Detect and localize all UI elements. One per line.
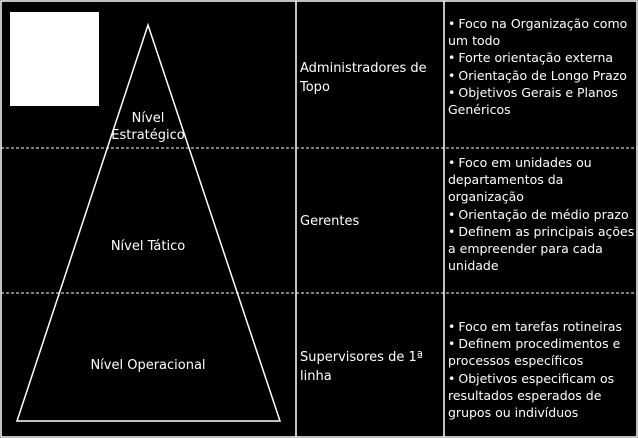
bullets-tactical: •Foco em unidades ou departamentos da or…: [448, 154, 636, 274]
bullet-text: Orientação de médio prazo: [458, 206, 629, 222]
level-strategic-label: Nível Estratégico: [100, 110, 196, 144]
role-tactical: Gerentes: [300, 214, 360, 229]
role-strategic: Administradores de Topo: [300, 61, 427, 95]
bullet-item: •Foco na Organização como um todo: [448, 15, 636, 49]
level-strategic-line1: Nível: [131, 111, 165, 126]
bullet-text: Objetivos Gerais e Planos Genéricos: [448, 84, 618, 118]
level-operational-line1: Nível Operacional: [90, 358, 206, 373]
level-tactical-line1: Nível Tático: [110, 239, 186, 254]
pyramid: [15, 22, 282, 422]
bullet-text: Foco na Organização como um todo: [448, 16, 628, 49]
bullet-text: Foco em unidades ou departamentos da org…: [448, 155, 592, 205]
bullet-text: Orientação de Longo Prazo: [458, 67, 627, 83]
bullet-item: •Definem procedimentos e processos espec…: [448, 335, 636, 369]
image-placeholder: [10, 12, 99, 106]
bullet-item: •Orientação de Longo Prazo: [448, 67, 636, 84]
level-tactical-label: Nível Tático: [90, 238, 206, 255]
level-operational-label: Nível Operacional: [70, 357, 226, 374]
bullet-icon: •: [448, 155, 456, 170]
bullet-icon: •: [448, 223, 456, 239]
bullet-item: •Objetivos Gerais e Planos Genéricos: [448, 84, 636, 118]
pyramid-triangle: [15, 22, 282, 422]
bullet-text: Definem as principais ações a empreender…: [448, 223, 635, 274]
bullet-item: •Forte orientação externa: [448, 49, 636, 66]
bullet-icon: •: [448, 206, 456, 222]
bullet-icon: •: [448, 16, 456, 31]
bullet-item: •Objetivos especificam os resultados esp…: [448, 370, 636, 422]
bullet-text: Foco em tarefas rotineiras: [458, 319, 623, 334]
bullets-operational: •Foco em tarefas rotineiras •Definem pro…: [448, 318, 636, 421]
bullet-item: •Foco em unidades ou departamentos da or…: [448, 154, 636, 206]
bullet-icon: •: [448, 319, 456, 334]
role-operational: Supervisores de 1ª linha: [300, 350, 423, 384]
bullet-text: Definem procedimentos e processos especí…: [448, 336, 621, 369]
bullet-item: •Definem as principais ações a empreende…: [448, 223, 636, 275]
bullet-icon: •: [448, 370, 456, 386]
bullet-icon: •: [448, 84, 456, 100]
bullets-strategic: •Foco na Organização como um todo •Forte…: [448, 15, 636, 118]
bullet-item: •Orientação de médio prazo: [448, 206, 636, 223]
bullet-icon: •: [448, 50, 456, 66]
bullet-icon: •: [448, 336, 456, 352]
bullet-text: Forte orientação externa: [458, 50, 614, 66]
bullet-item: •Foco em tarefas rotineiras: [448, 318, 636, 335]
bullet-text: Objetivos especificam os resultados espe…: [448, 370, 615, 421]
bullet-icon: •: [448, 67, 456, 83]
level-strategic-line2: Estratégico: [111, 128, 185, 143]
